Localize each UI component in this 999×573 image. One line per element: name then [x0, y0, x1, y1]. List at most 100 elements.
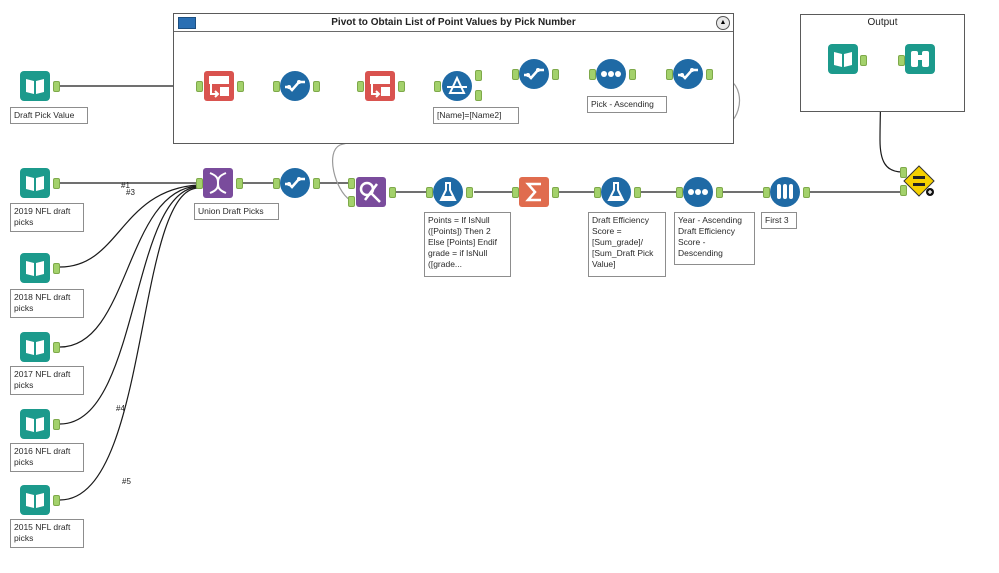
output-anchor[interactable]: [53, 263, 60, 274]
output-anchor[interactable]: [466, 187, 473, 198]
find-replace-tool[interactable]: [355, 176, 387, 208]
input-anchor[interactable]: [196, 178, 203, 189]
test-tool[interactable]: [903, 165, 935, 197]
input-anchor[interactable]: [763, 187, 770, 198]
input-data-tool[interactable]: [19, 408, 51, 440]
binoculars-icon: [905, 44, 935, 74]
join-output-anchor-r[interactable]: [475, 90, 482, 101]
book-icon: [20, 409, 50, 439]
output-anchor[interactable]: [552, 69, 559, 80]
input-anchor-f[interactable]: [348, 178, 355, 189]
output-anchor[interactable]: [236, 178, 243, 189]
sort-dots-icon: [596, 59, 626, 89]
select-tool[interactable]: [279, 167, 311, 199]
input-anchor[interactable]: [426, 187, 433, 198]
output-anchor[interactable]: [860, 55, 867, 66]
wire-label: #1: [121, 181, 130, 190]
output-anchor[interactable]: [53, 81, 60, 92]
check-icon: [280, 168, 310, 198]
input-anchor[interactable]: [898, 55, 905, 66]
tool-label: 2019 NFL draft picks: [10, 203, 84, 232]
input-anchor[interactable]: [273, 178, 280, 189]
formula-tool[interactable]: [432, 176, 464, 208]
book-icon: [20, 485, 50, 515]
input-data-tool[interactable]: [19, 484, 51, 516]
join-icon: [442, 71, 472, 101]
input-anchor[interactable]: [357, 81, 364, 92]
input-data-tool[interactable]: [827, 43, 859, 75]
tool-label: Pick - Ascending: [587, 96, 667, 113]
dna-icon: [203, 168, 233, 198]
input-data-tool[interactable]: [19, 167, 51, 199]
check-icon: [519, 59, 549, 89]
transpose-icon: [204, 71, 234, 101]
input-anchor[interactable]: [273, 81, 280, 92]
output-anchor[interactable]: [53, 419, 60, 430]
output-anchor[interactable]: [313, 81, 320, 92]
sort-tool[interactable]: [682, 176, 714, 208]
input-data-tool[interactable]: [19, 331, 51, 363]
join-tool[interactable]: [441, 70, 473, 102]
transpose-tool[interactable]: [203, 70, 235, 102]
sample-tool[interactable]: [769, 176, 801, 208]
output-anchor[interactable]: [634, 187, 641, 198]
output-container[interactable]: Output: [800, 14, 965, 112]
book-icon: [20, 332, 50, 362]
tool-label: 2015 NFL draft picks: [10, 519, 84, 548]
input-anchor[interactable]: [900, 167, 907, 178]
input-anchor[interactable]: [196, 81, 203, 92]
test-tubes-icon: [770, 177, 800, 207]
select-tool[interactable]: [672, 58, 704, 90]
select-tool[interactable]: [279, 70, 311, 102]
browse-tool[interactable]: [904, 43, 936, 75]
tool-label: 2018 NFL draft picks: [10, 289, 84, 318]
output-anchor[interactable]: [706, 69, 713, 80]
output-anchor[interactable]: [53, 495, 60, 506]
check-icon: [673, 59, 703, 89]
flask-icon: [601, 177, 631, 207]
output-anchor[interactable]: [53, 178, 60, 189]
sort-dots-icon: [683, 177, 713, 207]
tool-label: Draft Efficiency Score = [Sum_grade]/ [S…: [588, 212, 666, 277]
output-anchor[interactable]: [629, 69, 636, 80]
input-data-tool[interactable]: [19, 70, 51, 102]
input-anchor[interactable]: [676, 187, 683, 198]
check-icon: [280, 71, 310, 101]
collapse-button[interactable]: ▲: [716, 16, 730, 30]
sort-tool[interactable]: [595, 58, 627, 90]
select-tool[interactable]: [518, 58, 550, 90]
wire-label: #5: [122, 477, 131, 486]
equals-icon: [903, 165, 935, 197]
join-output-anchor-j[interactable]: [475, 70, 482, 81]
transpose-tool[interactable]: [364, 70, 396, 102]
input-anchor[interactable]: [589, 69, 596, 80]
output-anchor[interactable]: [398, 81, 405, 92]
input-anchor[interactable]: [512, 187, 519, 198]
summarize-tool[interactable]: [518, 176, 550, 208]
output-anchor[interactable]: [552, 187, 559, 198]
wire-label: #4: [116, 404, 125, 413]
input-anchor[interactable]: [666, 69, 673, 80]
output-anchor[interactable]: [313, 178, 320, 189]
output-anchor[interactable]: [803, 187, 810, 198]
container-icon[interactable]: [178, 17, 196, 29]
input-anchor-r[interactable]: [348, 196, 355, 207]
tool-label: 2017 NFL draft picks: [10, 366, 84, 395]
output-anchor[interactable]: [716, 187, 723, 198]
book-icon: [828, 44, 858, 74]
input-anchor[interactable]: [900, 185, 907, 196]
book-icon: [20, 253, 50, 283]
output-anchor[interactable]: [389, 187, 396, 198]
union-tool[interactable]: [202, 167, 234, 199]
output-anchor[interactable]: [237, 81, 244, 92]
input-anchor[interactable]: [512, 69, 519, 80]
formula-tool[interactable]: [600, 176, 632, 208]
output-anchor[interactable]: [53, 342, 60, 353]
wire-label: #3: [126, 188, 135, 197]
tool-label: 2016 NFL draft picks: [10, 443, 84, 472]
input-anchor[interactable]: [434, 81, 441, 92]
transpose-icon: [365, 71, 395, 101]
input-data-tool[interactable]: [19, 252, 51, 284]
input-anchor[interactable]: [594, 187, 601, 198]
